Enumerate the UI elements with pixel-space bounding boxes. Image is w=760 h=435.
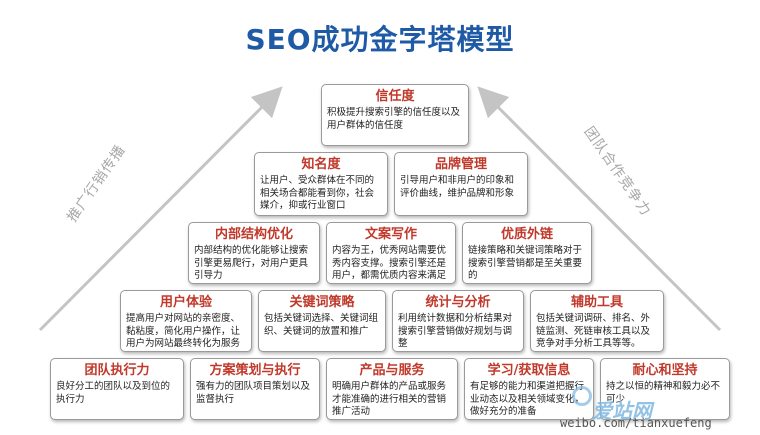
block-planning: 方案策划与执行 强有力的团队项目策划以及监督执行 [190,358,320,420]
block-heading: 知名度 [301,157,341,172]
block-heading: 产品与服务 [359,363,425,378]
block-text: 引导用户和非用户的印象和评价曲线，维护品牌和形象 [400,175,515,199]
block-text: 利用统计数据和分析结果对搜索引擎营销做好规划与调整 [398,313,513,349]
block-learning: 学习/获取信息 有足够的能力和渠道把握行业动态以及相关领域变化，做好充分的准备 [464,358,594,420]
block-heading: 内部结构优化 [214,227,293,242]
block-text: 提高用户对网站的亲密度、黏粘度，简化用户操作，让用户为网站最终转化为服务 [126,313,241,349]
block-awareness: 知名度 让用户、受众群体在不同的相关场合都能看到你，社会媒介，抑或行业窗口 [254,152,388,216]
block-analytics: 统计与分析 利用统计数据和分析结果对搜索引擎营销做好规划与调整 [392,290,524,352]
block-heading: 文案写作 [364,227,417,242]
block-persistence: 耐心和坚持 持之以恒的精神和毅力必不可少 [600,358,730,420]
left-arrow-line [38,86,283,332]
block-keywords: 关键词策略 包括关键词选择、关键词组织、关键词的放置和推广 [258,290,386,352]
block-structure: 内部结构优化 内部结构的优化能够让搜索引擎更易爬行，对用户更具引导力 [188,222,320,284]
block-text: 内容为王，优秀网站需要优秀内容支撑。搜索引擎还是用户，都需优质内容来满足 [332,245,447,281]
block-text: 良好分工的团队以及到位的执行力 [56,381,171,405]
block-heading: 优质外链 [500,227,553,242]
watermark-logo-icon [572,386,592,406]
block-text: 包括关键词调研、排名、外链监测、死链审核工具以及竞争对手分析工具等等。 [536,313,651,349]
block-heading: 学习/获取信息 [487,363,571,378]
block-text: 有足够的能力和渠道把握行业动态以及相关领域变化，做好充分的准备 [470,381,585,417]
block-text: 内部结构的优化能够让搜索引擎更易爬行，对用户更具引导力 [194,245,309,281]
block-text: 包括关键词选择、关键词组织、关键词的放置和推广 [264,313,379,337]
block-heading: 团队执行力 [84,363,150,378]
block-text: 让用户、受众群体在不同的相关场合都能看到你，社会媒介，抑或行业窗口 [260,175,375,211]
block-text: 强有力的团队项目策划以及监督执行 [196,381,311,405]
block-product: 产品与服务 明确用户群体的产品或服务才能准确的进行相关的营销推广活动 [326,358,458,420]
block-heading: 关键词策略 [289,295,355,310]
block-text: 持之以恒的精神和毅力必不可少 [606,381,721,405]
block-heading: 品牌管理 [434,157,487,172]
block-heading: 统计与分析 [425,295,491,310]
credit-text: weibo.com/tianxuefeng [560,416,712,430]
block-ux: 用户体验 提高用户对网站的亲密度、黏粘度，简化用户操作，让用户为网站最终转化为服… [120,290,252,352]
block-tools: 辅助工具 包括关键词调研、排名、外链监测、死链审核工具以及竞争对手分析工具等等。 [530,290,664,352]
block-brand: 品牌管理 引导用户和非用户的印象和评价曲线，维护品牌和形象 [394,152,528,216]
right-arrow-line [477,86,722,332]
block-heading: 耐心和坚持 [632,363,698,378]
watermark-text: 爱站网 [592,399,652,423]
block-text: 积极提升搜索引擎的信任度以及用户群体的信任度 [327,107,461,131]
diagram-title: SEO成功金字塔模型 [245,23,515,56]
block-text: 链接策略和关键词策略对于搜索引擎营销都是至关重要的 [468,245,583,281]
block-backlinks: 优质外链 链接策略和关键词策略对于搜索引擎营销都是至关重要的 [462,222,592,284]
block-copywriting: 文案写作 内容为王，优秀网站需要优秀内容支撑。搜索引擎还是用户，都需优质内容来满… [326,222,456,284]
block-heading: 辅助工具 [570,295,623,310]
block-team-execution: 团队执行力 良好分工的团队以及到位的执行力 [50,358,184,420]
block-heading: 方案策划与执行 [209,363,301,378]
block-trust: 信任度 积极提升搜索引擎的信任度以及用户群体的信任度 [321,84,469,146]
block-heading: 信任度 [375,89,415,104]
block-heading: 用户体验 [159,295,212,310]
block-text: 明确用户群体的产品或服务才能准确的进行相关的营销推广活动 [332,381,447,417]
